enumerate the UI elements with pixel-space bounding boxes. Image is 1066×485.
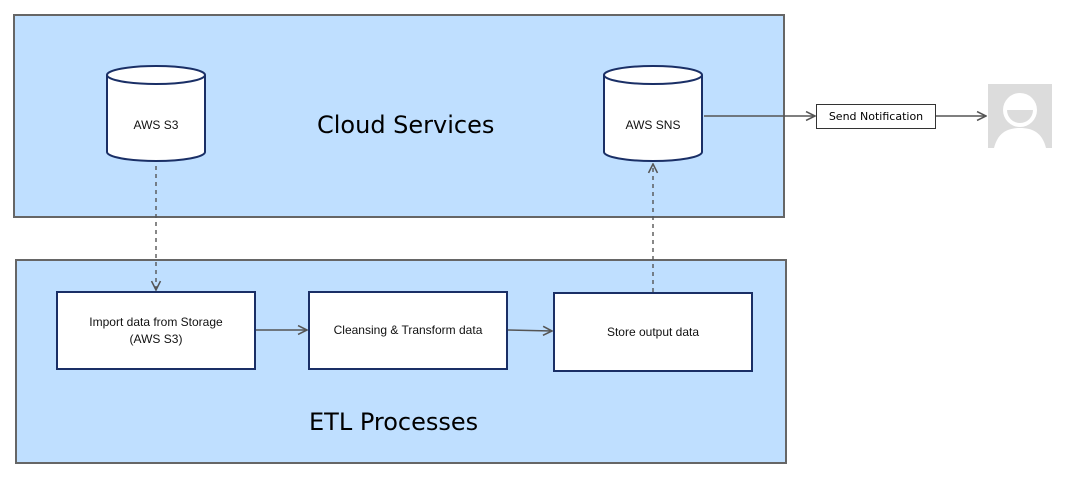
aws-s3-database[interactable] — [106, 65, 206, 162]
store-output-process[interactable]: Store output data — [553, 292, 753, 372]
transform-to-store-connector — [507, 330, 552, 331]
import-data-label-line1: Import data from Storage — [89, 314, 223, 329]
import-data-label-line2: (AWS S3) — [129, 331, 183, 346]
cloud-services-title: Cloud Services — [317, 111, 495, 139]
import-data-process[interactable]: Import data from Storage (AWS S3) — [56, 291, 256, 370]
send-notification-label: Send Notification — [828, 110, 924, 123]
send-notification-box[interactable]: Send Notification — [816, 104, 936, 129]
aws-sns-label: AWS SNS — [625, 118, 681, 132]
cleansing-transform-process[interactable]: Cleansing & Transform data — [308, 291, 508, 370]
user-avatar-icon[interactable] — [988, 84, 1052, 148]
etl-processes-title: ETL Processes — [309, 408, 479, 436]
aws-sns-database[interactable] — [603, 65, 703, 162]
aws-s3-label: AWS S3 — [133, 118, 179, 132]
cleansing-transform-label: Cleansing & Transform data — [333, 323, 483, 337]
store-output-label: Store output data — [606, 324, 700, 339]
